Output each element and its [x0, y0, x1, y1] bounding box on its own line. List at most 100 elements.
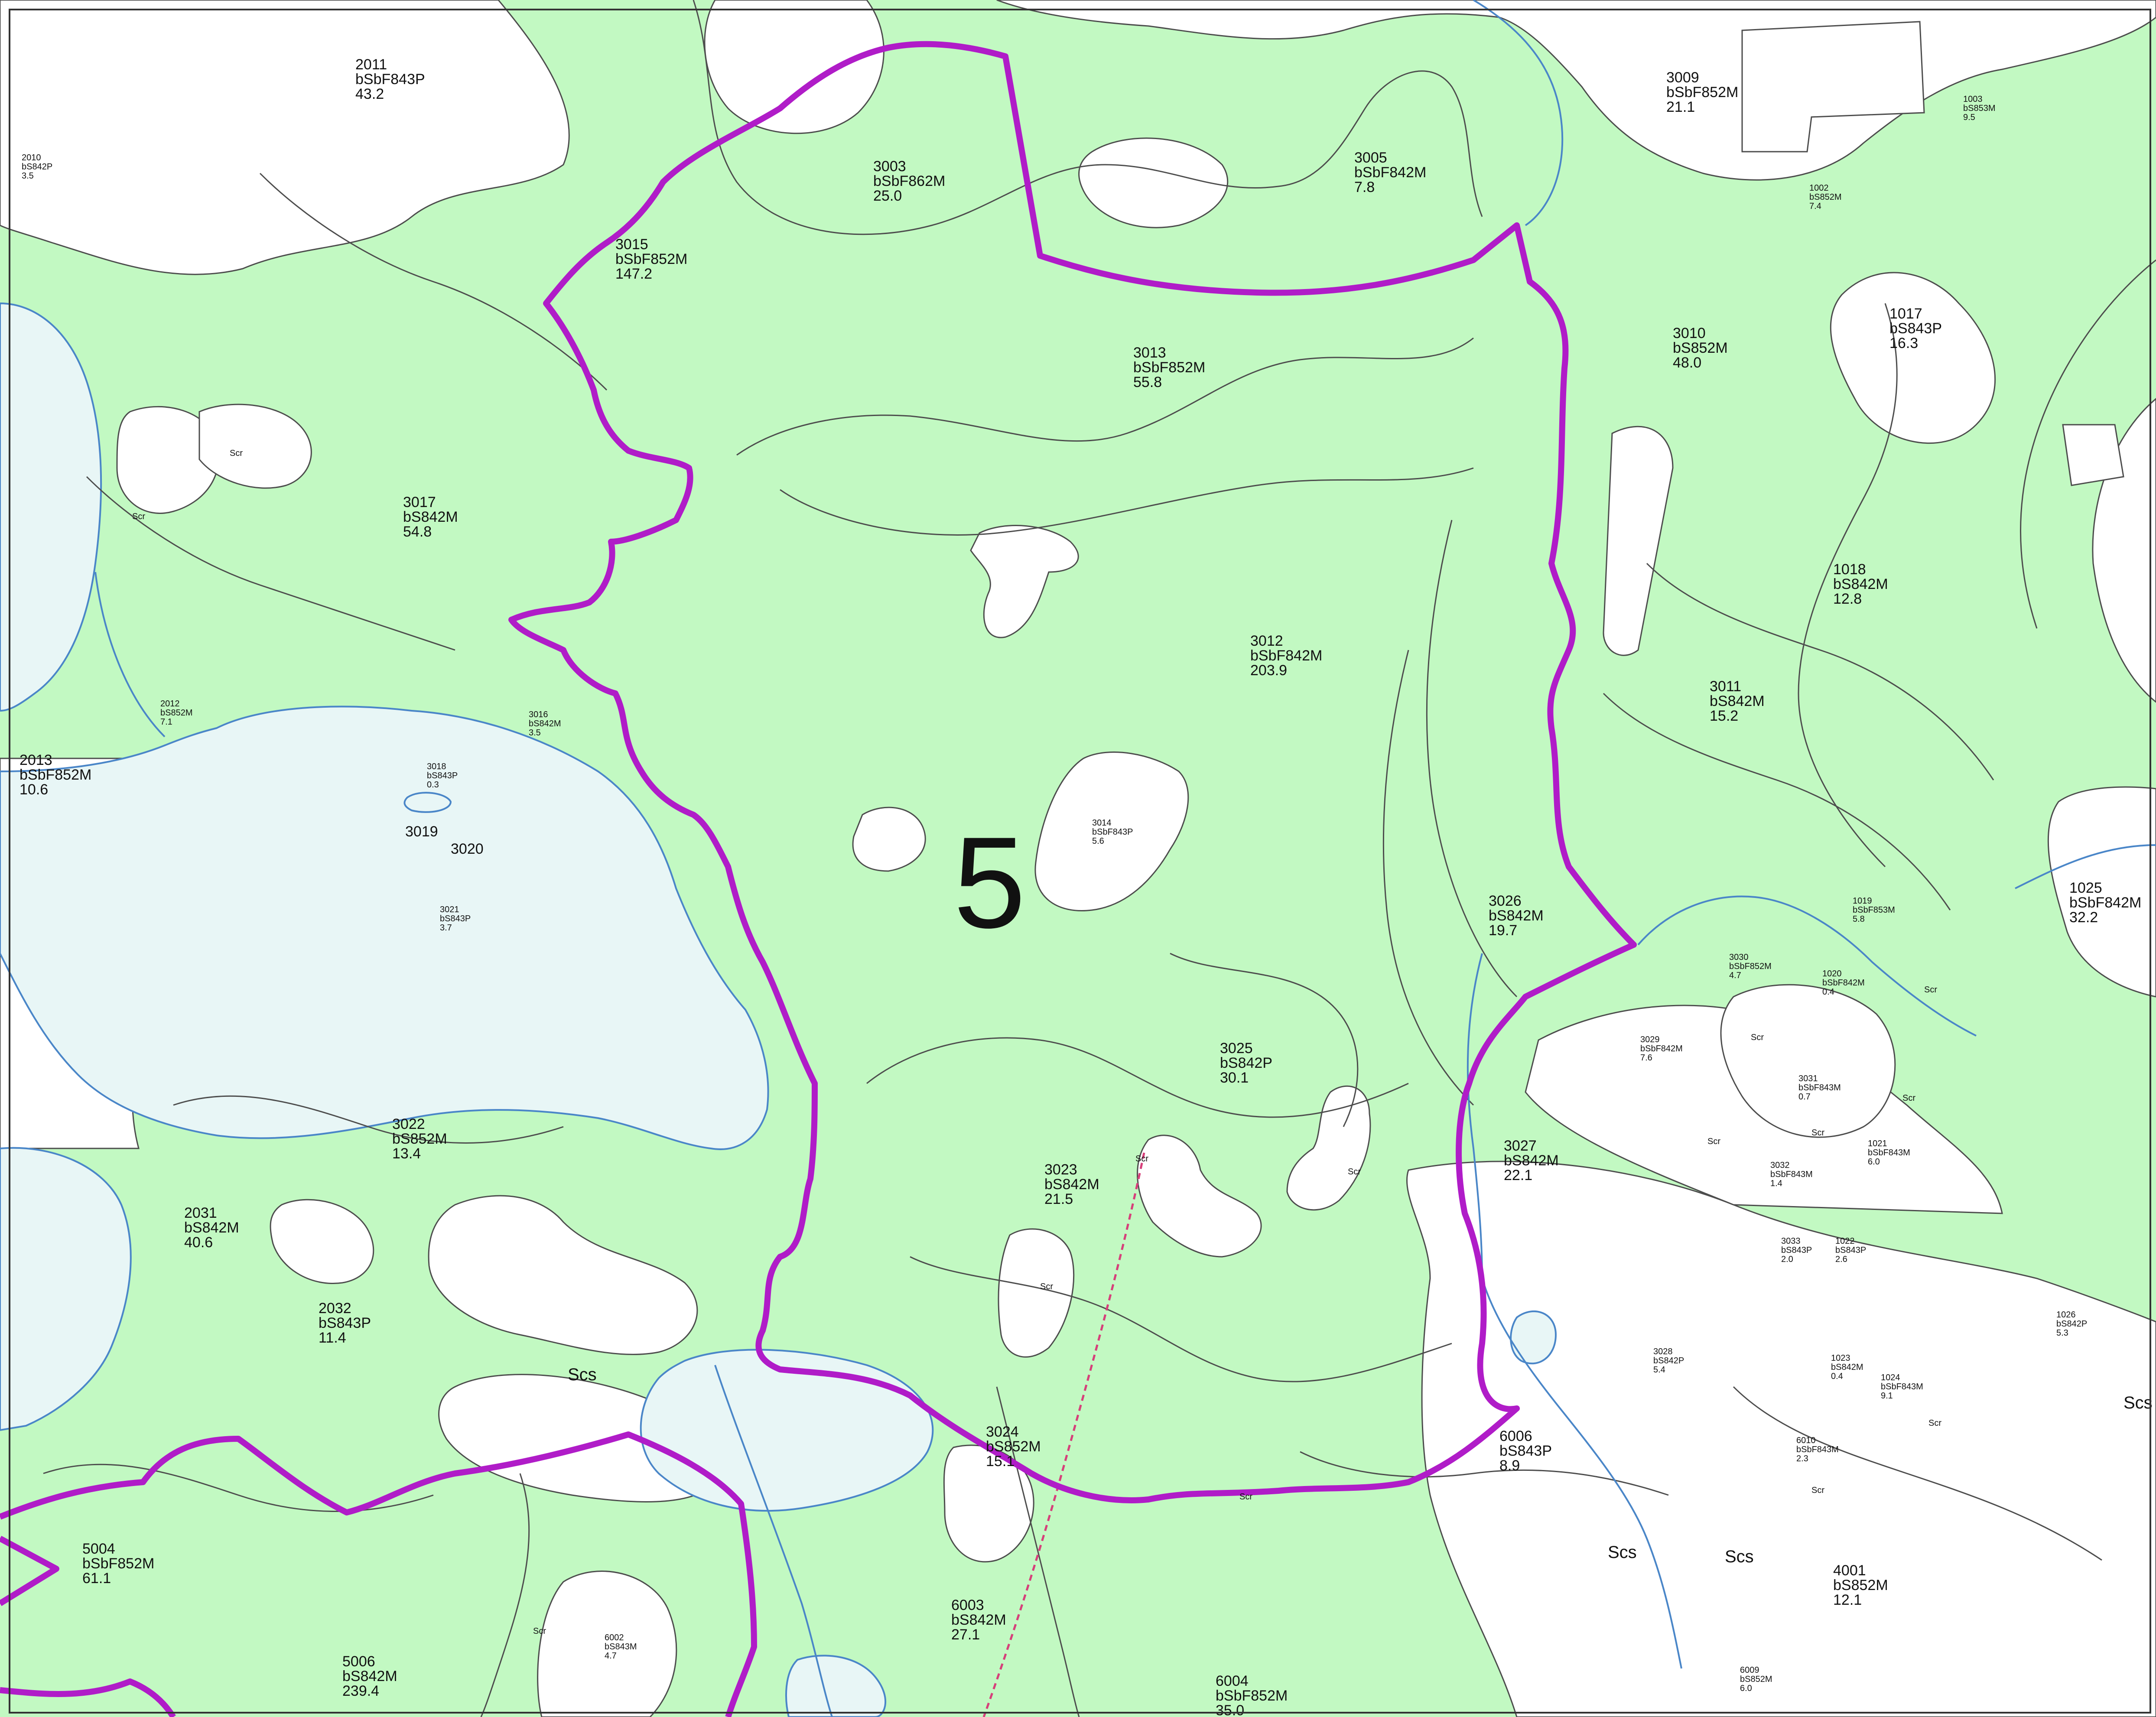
water-bodies: [0, 302, 1557, 1717]
stand-type-code: bSbF852M: [1666, 84, 1738, 101]
stand-area: 0.3: [427, 780, 439, 790]
stand-area: 7.1: [160, 717, 172, 727]
stand-type-code: bS842M: [1831, 1363, 1863, 1372]
stand-area: 27.1: [951, 1626, 980, 1643]
stand-area: 1.4: [1770, 1179, 1782, 1188]
stand-id: 6009: [1740, 1665, 1759, 1675]
stand-id: 2031: [184, 1205, 217, 1221]
stand-area: 32.2: [2069, 909, 2098, 926]
stand-type-code: bSbF862M: [873, 173, 945, 189]
stand-id: 3024: [986, 1424, 1019, 1440]
stand-id-label: 3020: [451, 841, 484, 857]
stand-type-code: bS843P: [440, 914, 471, 924]
stand-area: 25.0: [873, 188, 902, 204]
stand-id: 1017: [1889, 306, 1922, 322]
stand-id-label: 3019: [405, 823, 438, 840]
stand-area: 2.6: [1835, 1255, 1847, 1264]
stand-area: 22.1: [1504, 1167, 1532, 1184]
stand-type-code: bSbF843M: [1796, 1445, 1839, 1454]
stand-area: 8.9: [1499, 1457, 1520, 1474]
southwest-boundary: [0, 1431, 757, 1717]
stand-type-code: bS852M: [1673, 340, 1728, 356]
stand-area: 55.8: [1133, 374, 1162, 390]
stand-id: 6002: [605, 1633, 624, 1642]
stand-area: 239.4: [342, 1683, 379, 1699]
cover-label: Scr: [1902, 1093, 1915, 1103]
stand-area: 0.7: [1798, 1092, 1811, 1102]
stand-id: 3013: [1133, 345, 1166, 361]
stand-id: 3021: [440, 905, 459, 914]
cover-label: Scs: [568, 1365, 597, 1384]
stand-type-code: bS842M: [403, 509, 458, 525]
stand-type-code: bSbF843M: [1798, 1083, 1841, 1093]
stand-area: 6.0: [1740, 1684, 1752, 1693]
stand-id: 1026: [2056, 1310, 2076, 1320]
stand-area: 7.6: [1640, 1053, 1652, 1063]
stand-id: 3032: [1770, 1161, 1790, 1170]
stand-type-code: bSbF852M: [1729, 962, 1772, 971]
stand-type-code: bS842M: [529, 719, 561, 728]
stand-area: 54.8: [403, 524, 432, 540]
stand-id: 3030: [1729, 953, 1749, 962]
cover-label: Scs: [1608, 1543, 1637, 1562]
stand-area: 30.1: [1220, 1070, 1249, 1086]
stand-id: 2010: [22, 153, 41, 163]
stand-id: 6004: [1216, 1673, 1249, 1689]
stand-type-code: bSbF842M: [1822, 978, 1865, 988]
stand-type-code: bS843P: [427, 771, 458, 780]
cover-label: Scr: [1239, 1492, 1252, 1502]
cover-label: Scr: [230, 449, 243, 458]
stand-id: 1025: [2069, 880, 2102, 896]
compartment-boundaries: [0, 41, 1637, 1717]
stand-type-code: bS853M: [1963, 104, 1996, 113]
stand-type-code: bS852M: [392, 1131, 447, 1147]
stand-type-code: bSbF842M: [1250, 647, 1322, 664]
stand-area: 3.7: [440, 923, 452, 933]
stand-type-code: bS842M: [342, 1668, 397, 1684]
stand-area: 13.4: [392, 1145, 421, 1162]
stand-id: 1003: [1963, 94, 1983, 104]
stand-type-code: bSbF843M: [1868, 1148, 1910, 1158]
block-label: 5: [953, 810, 1026, 955]
stand-type-code: bS852M: [1809, 192, 1842, 202]
stand-id: 5006: [342, 1653, 375, 1670]
stand-id: 3031: [1798, 1074, 1818, 1083]
stand-type-code: bS843P: [1835, 1245, 1866, 1255]
stand-type-code: bSbF843P: [355, 71, 425, 88]
stand-id: 2032: [319, 1300, 351, 1317]
stand-id: 5004: [82, 1541, 115, 1557]
cover-label: Scr: [1924, 985, 1937, 995]
stand-area: 7.4: [1809, 202, 1821, 211]
stand-id: 3009: [1666, 69, 1699, 86]
stand-area: 6.0: [1868, 1157, 1880, 1167]
stand-type-code: bS842P: [2056, 1319, 2087, 1329]
stand-type-code: bS843P: [1781, 1245, 1812, 1255]
stand-id: 3003: [873, 158, 906, 175]
stand-type-code: bS852M: [160, 708, 193, 718]
stand-id: 3014: [1092, 818, 1112, 828]
stand-type-code: bS843P: [319, 1315, 371, 1331]
stand-type-code: bSbF843M: [1881, 1382, 1923, 1392]
stand-type-code: bSbF852M: [82, 1555, 154, 1572]
